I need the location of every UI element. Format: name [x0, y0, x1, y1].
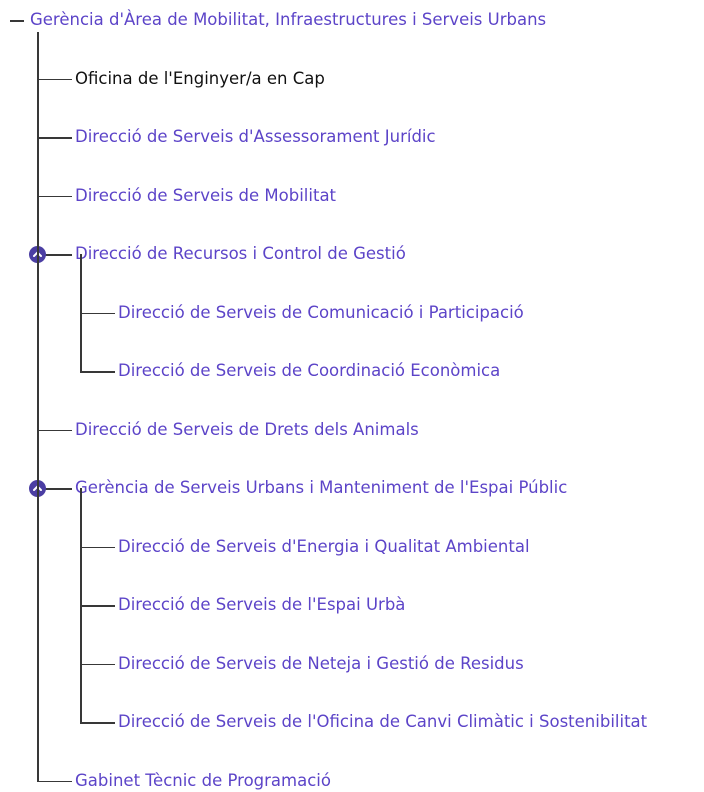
sub-branch-connector: [80, 663, 115, 665]
branch-connector: [37, 78, 72, 80]
trunk-line: [37, 32, 39, 781]
tree-subnode[interactable]: Direcció de Serveis d'Energia i Qualitat…: [118, 536, 530, 556]
sub-trunk-line: [80, 254, 82, 371]
sub-branch-connector: [80, 546, 115, 548]
branch-connector: [37, 195, 72, 197]
tree-subnode[interactable]: Direcció de Serveis de l'Oficina de Canv…: [118, 712, 648, 731]
tree-node[interactable]: Gabinet Tècnic de Programació: [75, 770, 331, 790]
tree-subnode[interactable]: Direcció de Serveis de l'Espai Urbà: [118, 595, 406, 614]
sub-branch-connector: [80, 371, 115, 373]
tree-node: Oficina de l'Enginyer/a en Cap: [75, 68, 325, 88]
tree-root[interactable]: Gerència d'Àrea de Mobilitat, Infraestru…: [30, 10, 547, 29]
tree-node[interactable]: Direcció de Serveis de Mobilitat: [75, 185, 337, 205]
sub-trunk-line: [80, 488, 82, 722]
org-tree: Gerència d'Àrea de Mobilitat, Infraestru…: [10, 10, 648, 790]
tree-subnode[interactable]: Direcció de Serveis de Coordinació Econò…: [118, 361, 501, 380]
branch-connector: [37, 254, 72, 256]
tree-node[interactable]: Direcció de Serveis de Drets dels Animal…: [75, 419, 419, 439]
tree-node[interactable]: Direcció de Serveis d'Assessorament Jurí…: [75, 127, 436, 146]
branch-connector: [37, 780, 72, 782]
sub-branch-connector: [80, 312, 115, 314]
tree-node[interactable]: Direcció de Recursos i Control de Gestió: [75, 244, 406, 263]
branch-connector: [37, 488, 72, 490]
branch-connector: [37, 429, 72, 431]
tree-subnode[interactable]: Direcció de Serveis de Comunicació i Par…: [118, 302, 524, 322]
sub-branch-connector: [80, 722, 115, 724]
sub-branch-connector: [80, 605, 115, 607]
root-connector: [10, 20, 24, 22]
branch-connector: [37, 137, 72, 139]
tree-subnode[interactable]: Direcció de Serveis de Neteja i Gestió d…: [118, 653, 524, 673]
tree-node[interactable]: Gerència de Serveis Urbans i Manteniment…: [75, 478, 568, 497]
